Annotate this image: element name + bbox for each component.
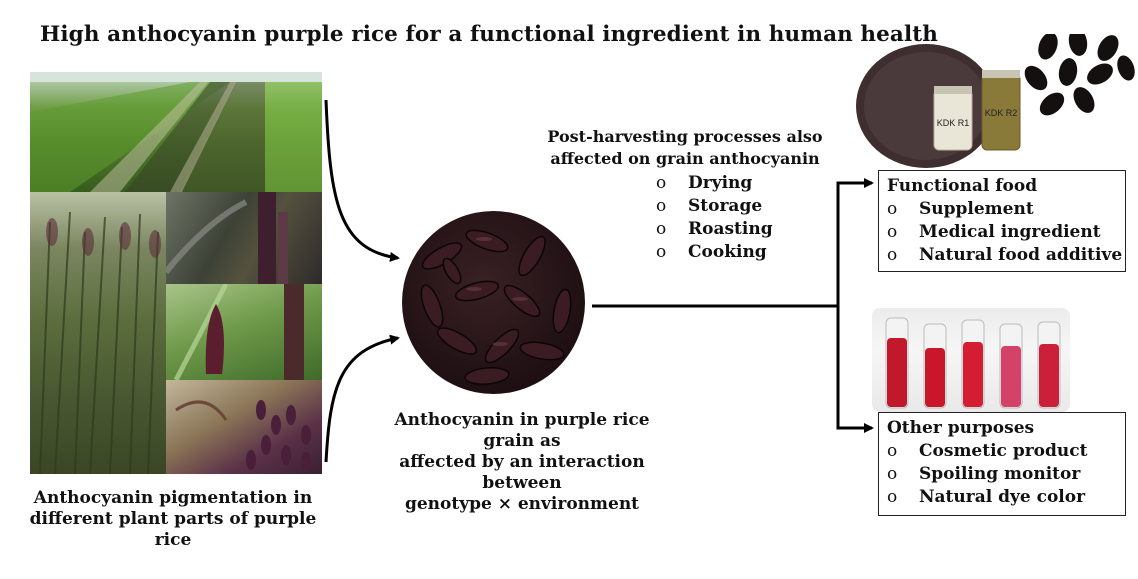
purple-flower-bud-photo — [166, 284, 322, 380]
purple-panicle-photo — [166, 380, 322, 474]
arrow-top-to-grain — [324, 99, 400, 262]
arrow-to-functional-food — [836, 178, 874, 306]
rice-field-photo — [30, 72, 322, 192]
rice-powder-and-capsules-photo: KDK R1 KDK R2 — [856, 28, 1138, 170]
other-purposes-title: Other purposes — [887, 418, 1035, 438]
page-title: High anthocyanin purple rice for a funct… — [40, 22, 938, 47]
arrow-bottom-to-grain — [324, 334, 400, 463]
red-extract-test-tubes-photo — [872, 308, 1070, 412]
tall-purple-rice-plants-photo — [30, 192, 166, 474]
grain-anthocyanin-caption: Anthocyanin in purple rice grain as affe… — [394, 410, 650, 514]
arrow-to-other-purposes — [836, 306, 874, 433]
purple-leaf-sheath-photo — [166, 192, 322, 284]
functional-food-title: Functional food — [887, 176, 1038, 196]
vial-label-r2: KDK R2 — [985, 108, 1018, 118]
vial-label-r1: KDK R1 — [937, 118, 970, 128]
purple-rice-grains-photo — [402, 211, 585, 394]
plant-pigmentation-caption: Anthocyanin pigmentation in different pl… — [29, 488, 317, 550]
post-harvest-title: Post-harvesting processes also affected … — [547, 127, 823, 168]
